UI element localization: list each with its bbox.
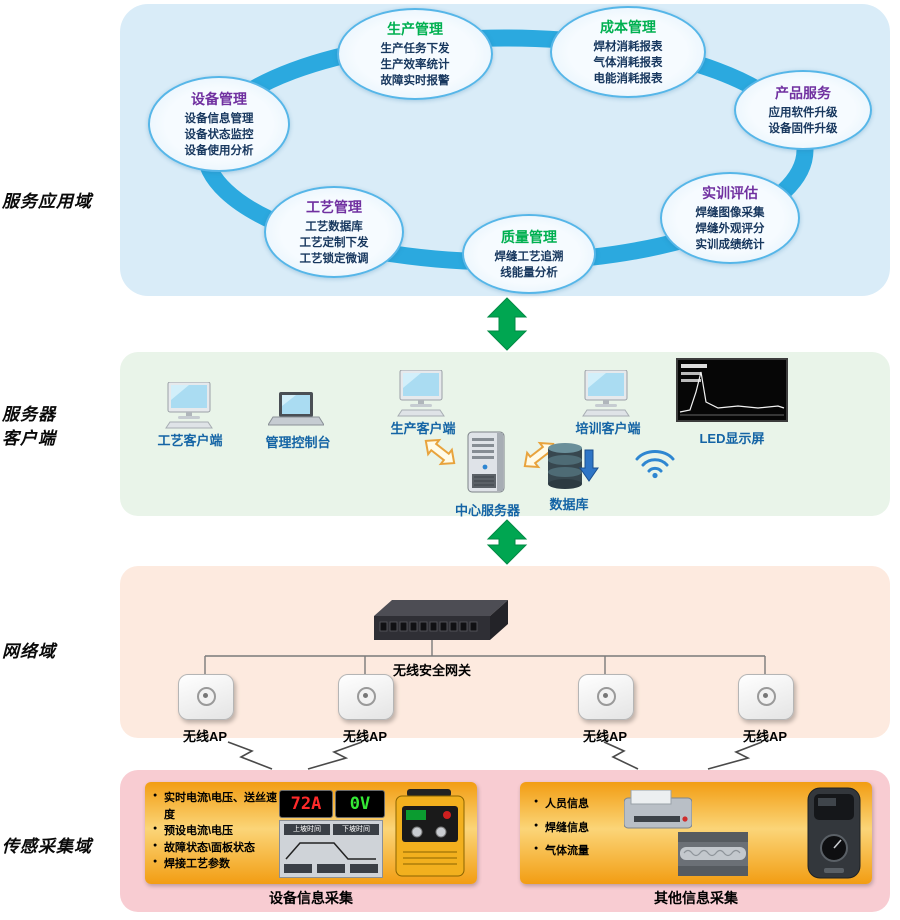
database-icon: [548, 443, 599, 489]
double-arrow-app-server: [486, 297, 528, 351]
wireless-ap-image: [338, 674, 394, 720]
module-cost-mgmt: 成本管理 焊材消耗报表 气体消耗报表 电能消耗报表: [550, 6, 706, 98]
module-title: 实训评估: [702, 184, 758, 201]
module-production-mgmt: 生产管理 生产任务下发 生产效率统计 故障实时报警: [337, 8, 493, 100]
list-item: 实时电流\电压、送丝速度: [153, 790, 281, 823]
param-mini-chip: [317, 864, 345, 873]
list-item: 人员信息: [534, 796, 644, 813]
desktop-icon: [582, 370, 630, 417]
module-training-eval: 实训评估 焊缝图像采集 焊缝外观评分 实训成绩统计: [660, 172, 800, 264]
label-sensor-domain: 传感采集域: [2, 837, 92, 856]
wireless-ap-image: [178, 674, 234, 720]
list-item: 焊接工艺参数: [153, 856, 281, 873]
other-info-list: 人员信息 焊缝信息 气体流量: [534, 796, 644, 867]
led-label: LED显示屏: [699, 431, 765, 446]
param-mini-chip: [350, 864, 378, 873]
device-info-list: 实时电流\电压、送丝速度 预设电流\电压 故障状态\面板状态 焊接工艺参数: [153, 790, 281, 873]
label-server-domain-line2: 客户端: [2, 429, 56, 448]
param-chip: 上坡时间: [284, 824, 330, 835]
other-info-caption: 其他信息采集: [654, 890, 738, 906]
wireless-ap-image: [738, 674, 794, 720]
server-label: 中心服务器: [454, 503, 520, 518]
label-server-domain-line1: 服务器: [2, 405, 56, 424]
database-label: 数据库: [549, 497, 589, 512]
module-title: 成本管理: [600, 18, 656, 35]
client-label: 工艺客户端: [157, 433, 223, 448]
module-title: 工艺管理: [306, 198, 362, 215]
wireless-link-2: [307, 741, 363, 770]
module-quality-mgmt: 质量管理 焊缝工艺追溯 线能量分析: [462, 214, 596, 294]
desktop-icon: [397, 370, 445, 417]
device-info-box: 实时电流\电压、送丝速度 预设电流\电压 故障状态\面板状态 焊接工艺参数 72…: [145, 782, 477, 884]
ap-label: 无线AP: [582, 729, 628, 744]
wireless-ap-image: [578, 674, 634, 720]
module-title: 设备管理: [191, 90, 247, 107]
device-info-caption: 设备信息采集: [269, 890, 353, 906]
wifi-icon: [635, 450, 675, 479]
flow-meter-image: [807, 787, 861, 879]
welder-param-panel: 上坡时间 下坡时间: [279, 820, 383, 878]
list-item: 焊缝信息: [534, 820, 644, 837]
server-icon: [467, 431, 505, 493]
module-product-service: 产品服务 应用软件升级 设备固件升级: [734, 70, 872, 150]
wireless-link-4: [707, 741, 763, 770]
wireless-link-1: [227, 741, 273, 770]
badge-reader-image: [624, 790, 692, 829]
other-info-box: 人员信息 焊缝信息 气体流量: [520, 782, 872, 884]
voltage-display: 0V: [335, 790, 385, 818]
laptop-icon: [268, 392, 324, 426]
current-display: 72A: [279, 790, 333, 818]
welding-machine-image: [395, 789, 465, 877]
module-title: 生产管理: [387, 20, 443, 37]
module-equipment-mgmt: 设备管理 设备信息管理 设备状态监控 设备使用分析: [148, 76, 290, 172]
list-item: 故障状态\面板状态: [153, 840, 281, 857]
module-title: 质量管理: [501, 228, 557, 245]
list-item: 气体流量: [534, 843, 644, 860]
double-arrow-server-network: [486, 519, 528, 565]
label-app-domain: 服务应用域: [2, 192, 92, 211]
list-item: 预设电流\电压: [153, 823, 281, 840]
module-title: 产品服务: [775, 84, 831, 101]
wireless-link-3: [603, 741, 639, 770]
client-label: 管理控制台: [265, 435, 331, 450]
module-process-mgmt: 工艺管理 工艺数据库 工艺定制下发 工艺锁定微调: [264, 186, 404, 278]
led-screen-image: [676, 358, 788, 422]
ap-label: 无线AP: [742, 729, 788, 744]
ap-label: 无线AP: [342, 729, 388, 744]
desktop-icon: [165, 382, 213, 429]
client-label: 培训客户端: [575, 421, 641, 436]
label-network-domain: 网络域: [2, 642, 56, 661]
weld-waveform: [285, 842, 376, 860]
ap-label: 无线AP: [182, 729, 228, 744]
client-label: 生产客户端: [390, 421, 456, 436]
param-chip: 下坡时间: [333, 824, 379, 835]
weld-seam-image: [678, 832, 748, 876]
param-mini-chip: [284, 864, 312, 873]
